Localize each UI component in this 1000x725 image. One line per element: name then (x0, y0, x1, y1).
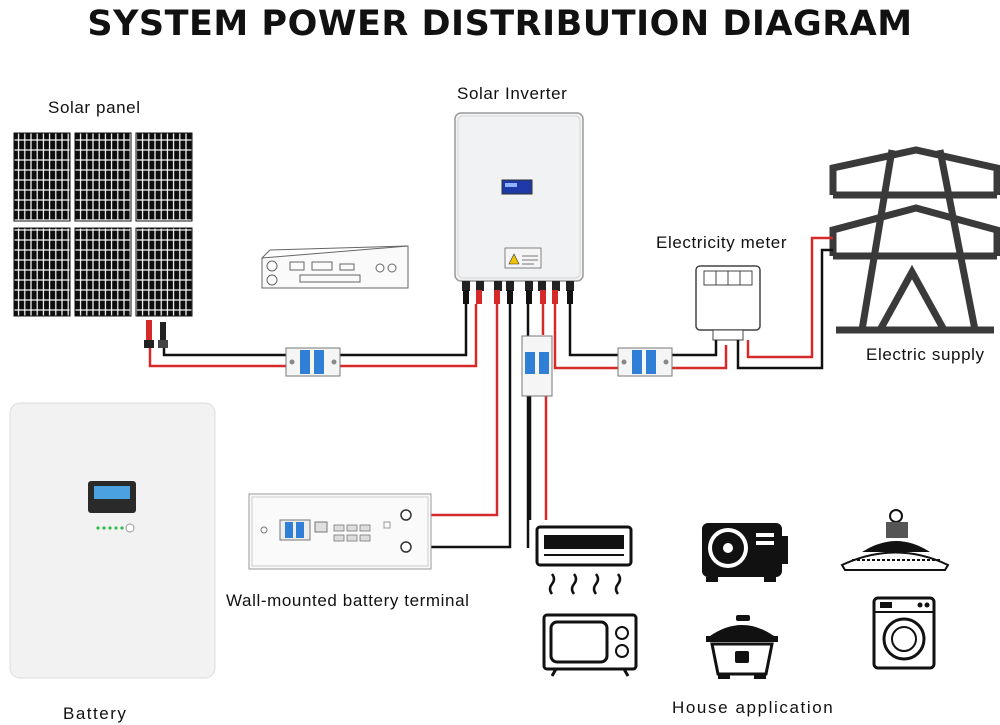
page-title: SYSTEM POWER DISTRIBUTION DIAGRAM (87, 4, 913, 44)
battery-label: Battery (63, 704, 128, 723)
pylon-icon (829, 146, 1000, 334)
battery-icon (9, 402, 216, 679)
grid-live-wire (746, 236, 833, 359)
battery-terminal-icon (248, 493, 432, 570)
battery-terminal-label: Wall-mounted battery terminal (226, 591, 470, 610)
mc4-connector-icon (144, 320, 168, 348)
bat-negative-wire (413, 304, 512, 549)
electricity-meter-label: Electricity meter (656, 233, 788, 252)
inverter-icon (454, 112, 584, 304)
washing-machine-icon (872, 596, 936, 670)
ceiling-lamp-icon (840, 509, 950, 571)
pv-negative-wire (162, 304, 468, 357)
fan-heater-icon (702, 523, 788, 582)
rack-inverter-icon (261, 245, 409, 289)
air-conditioner-icon (535, 525, 633, 595)
rice-cooker-icon (706, 615, 778, 679)
bat-positive-wire (413, 304, 499, 517)
solar-panel-label: Solar panel (48, 98, 141, 117)
ac-output-breaker-icon (521, 335, 553, 397)
grid-neutral-wire (736, 248, 833, 370)
ac-in-neutral-wire (568, 304, 718, 357)
solar-inverter-label: Solar Inverter (457, 84, 568, 103)
pv-breaker-icon (285, 347, 341, 377)
tv-icon (542, 613, 638, 677)
electric-supply-label: Electric supply (866, 345, 985, 364)
solar-panel-icon (13, 132, 193, 317)
meter-icon (695, 265, 761, 341)
house-application-label: House application (672, 698, 835, 717)
ac-input-breaker-icon (617, 347, 673, 377)
